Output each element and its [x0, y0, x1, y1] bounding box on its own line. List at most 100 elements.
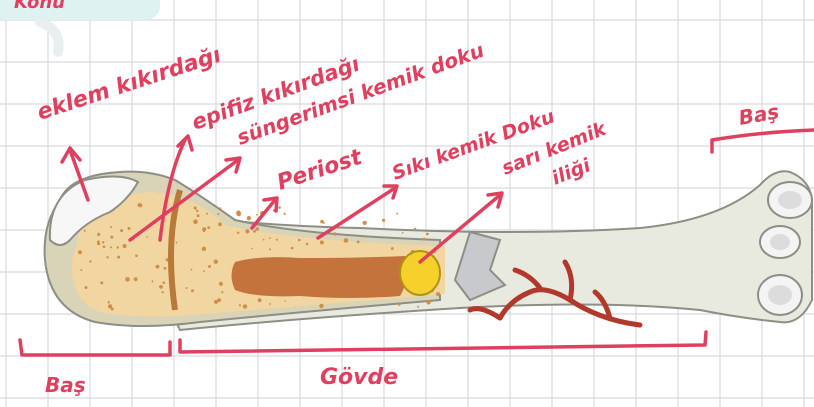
pore	[106, 256, 108, 258]
marrow-cavity	[232, 256, 407, 298]
pore	[163, 281, 166, 284]
pore	[278, 206, 281, 209]
pore	[202, 247, 206, 251]
pore	[256, 214, 258, 216]
pore	[102, 241, 104, 243]
pore	[80, 269, 82, 271]
pore	[298, 239, 301, 242]
long-bone	[45, 171, 812, 330]
pore	[398, 303, 401, 306]
pore	[253, 230, 256, 233]
pore	[120, 229, 123, 232]
pore	[117, 256, 120, 259]
pore	[247, 216, 251, 220]
pore	[363, 221, 367, 225]
pore	[276, 239, 278, 241]
header-tab-text: Konu	[14, 0, 65, 13]
pore	[203, 270, 205, 272]
pore	[97, 241, 100, 244]
pore	[162, 291, 164, 293]
pore	[191, 289, 194, 292]
pore	[134, 277, 138, 281]
pore	[255, 227, 259, 231]
pore	[237, 232, 239, 234]
pore	[135, 254, 138, 257]
pore	[159, 285, 163, 289]
pore	[391, 247, 394, 250]
pore	[110, 236, 113, 239]
pore	[357, 241, 360, 244]
label-bas-left: Baş	[45, 373, 86, 397]
pore	[269, 303, 271, 305]
pore	[186, 287, 188, 289]
pore	[284, 213, 286, 215]
pore	[221, 291, 223, 293]
pore	[237, 212, 241, 216]
pore	[125, 277, 130, 282]
pore	[156, 265, 160, 269]
pore	[203, 230, 205, 232]
pore	[436, 292, 440, 296]
pore	[218, 222, 222, 226]
bracket-bas-right	[712, 130, 814, 152]
pore	[414, 228, 417, 231]
pore	[426, 300, 430, 304]
pore	[194, 206, 197, 209]
pore	[97, 233, 100, 236]
pore	[191, 269, 193, 271]
pore	[78, 250, 82, 254]
pore	[344, 238, 349, 243]
pore	[214, 260, 218, 264]
bracket-govde	[180, 332, 706, 352]
pore	[197, 214, 200, 217]
pore	[306, 243, 309, 246]
bracket-bas-left	[20, 340, 170, 355]
pore	[382, 219, 385, 222]
decorative-swirl	[40, 22, 59, 52]
pore	[123, 244, 127, 248]
pore	[193, 219, 198, 224]
pore	[138, 203, 142, 207]
pore	[89, 260, 91, 262]
pore	[417, 306, 419, 308]
pore	[217, 213, 219, 215]
header-tab: Konu	[0, 0, 160, 20]
pore	[320, 241, 324, 245]
pore	[196, 210, 198, 212]
pore	[323, 222, 325, 224]
pore	[263, 239, 265, 241]
pore	[108, 301, 110, 303]
pore	[291, 247, 294, 250]
pore	[108, 304, 112, 308]
pore	[243, 304, 247, 308]
pore	[284, 300, 286, 302]
pore	[269, 237, 271, 239]
pore	[206, 213, 208, 215]
pore	[128, 227, 131, 230]
pore	[85, 286, 88, 289]
pore	[239, 304, 241, 306]
pore	[219, 282, 223, 286]
pore	[146, 236, 148, 238]
pore	[319, 304, 323, 308]
pore	[110, 246, 112, 248]
pore	[103, 245, 106, 248]
pore	[152, 280, 154, 282]
pore	[219, 207, 221, 209]
pore	[207, 226, 210, 229]
pore	[217, 298, 221, 302]
pore	[422, 238, 425, 241]
pore	[396, 213, 398, 215]
pore	[110, 226, 112, 228]
pore	[84, 230, 86, 232]
pore	[426, 233, 429, 236]
pore	[164, 267, 167, 270]
pore	[333, 232, 336, 235]
pore	[258, 298, 262, 302]
pore	[269, 248, 271, 250]
pore	[208, 265, 211, 268]
pore	[245, 229, 249, 233]
pore	[402, 232, 404, 234]
label-govde: Gövde	[320, 365, 398, 390]
